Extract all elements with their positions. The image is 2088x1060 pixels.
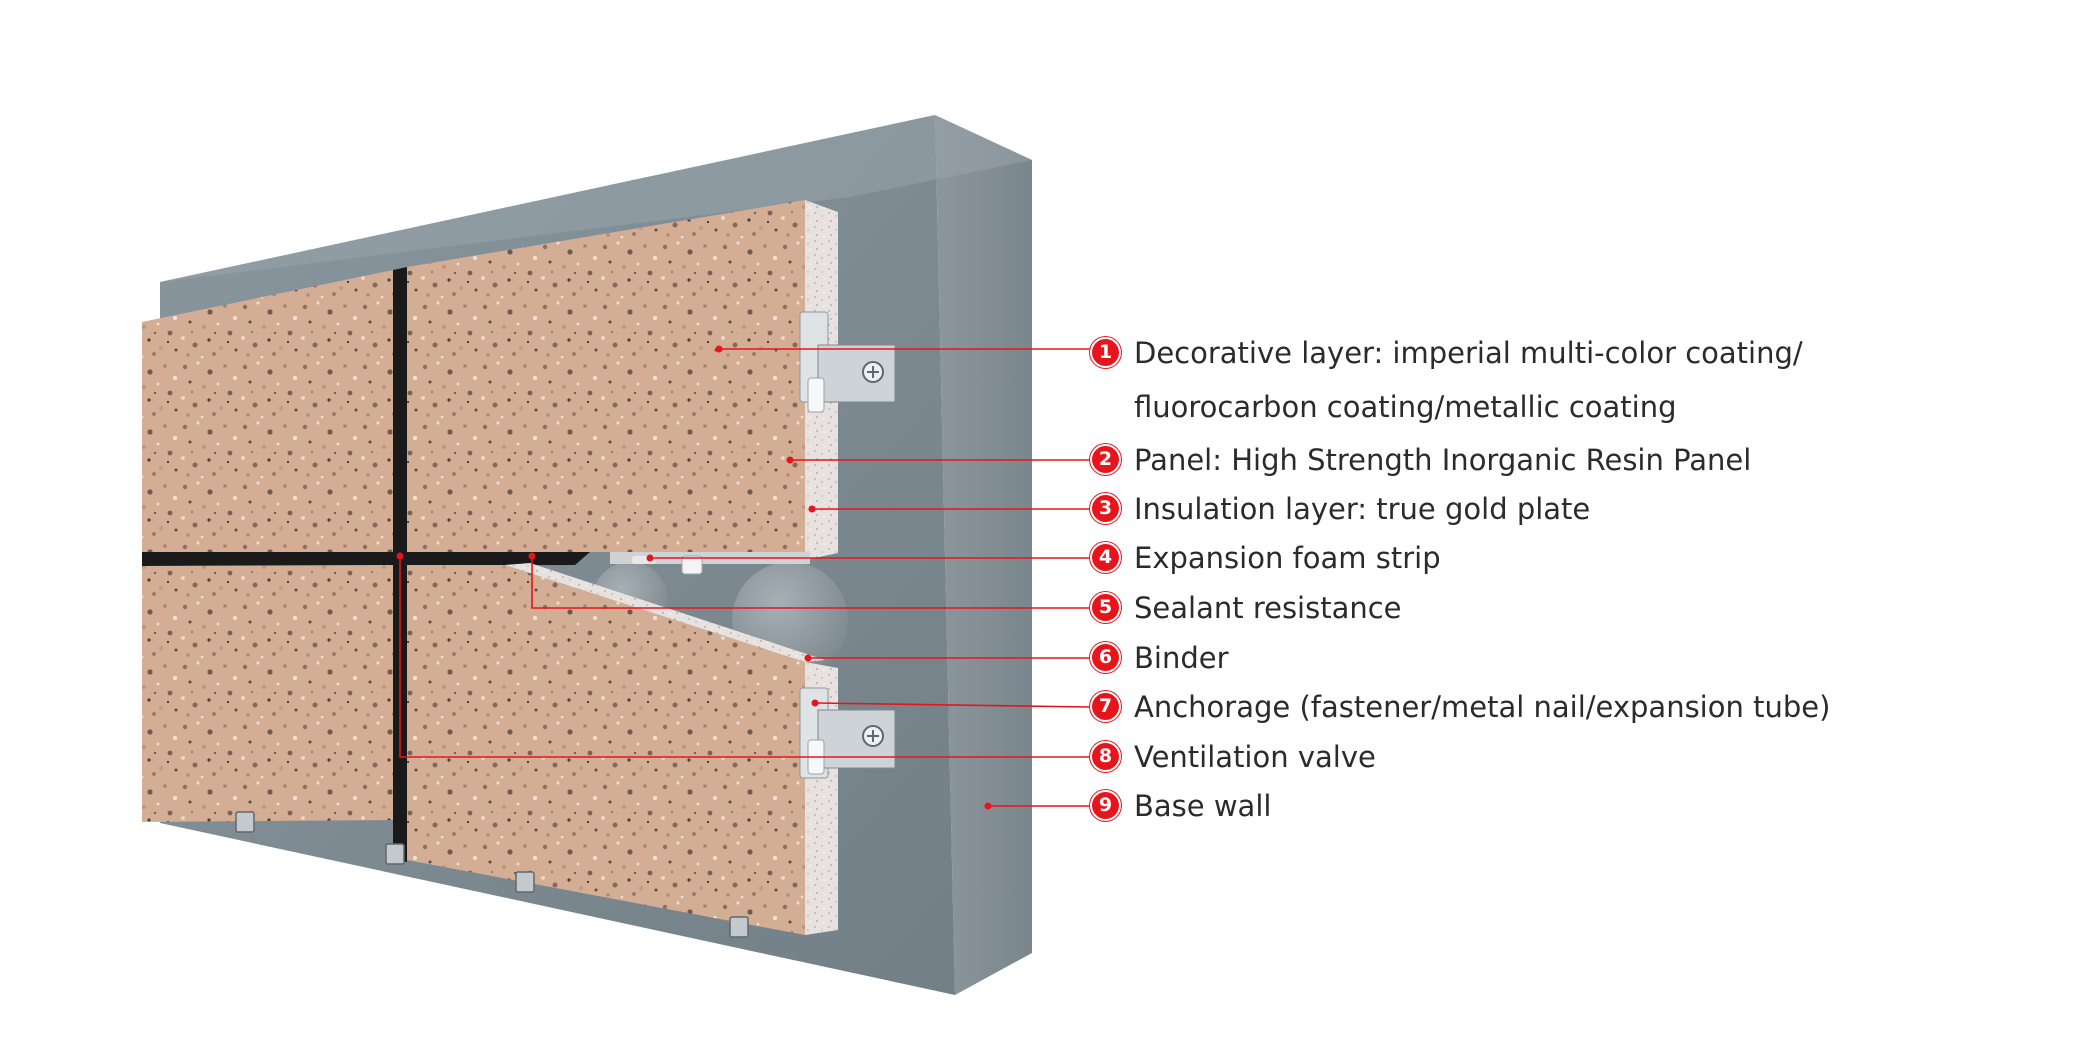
base-wall-side: [935, 115, 1032, 995]
number-badge-4: 4: [1090, 542, 1121, 573]
lower-panel-left: [142, 565, 393, 822]
anchor-bracket-lower: [799, 687, 896, 779]
number-badge-2: 2: [1090, 444, 1121, 475]
upper-panel-right: [407, 200, 805, 552]
ventilation-valve-top: [681, 555, 703, 575]
legend-label-7: Anchorage (fastener/metal nail/expansion…: [1134, 690, 1831, 724]
legend-label-3: Insulation layer: true gold plate: [1134, 492, 1591, 526]
legend-label-5: Sealant resistance: [1134, 591, 1402, 625]
legend-label-6: Binder: [1134, 641, 1229, 675]
number-badge-6: 6: [1090, 642, 1121, 673]
base-wall-top-edge: [160, 115, 1032, 282]
legend-label-8: Ventilation valve: [1134, 740, 1376, 774]
legend-label-1-line-1: Decorative layer: imperial multi-color c…: [1134, 336, 1803, 370]
number-badge-9: 9: [1090, 790, 1121, 821]
leader-line-8: [399, 556, 1090, 758]
leader-line-5: [531, 556, 1090, 609]
leader-lines: [399, 348, 1091, 807]
bottom-clips: [235, 811, 749, 938]
number-badge-7: 7: [1090, 691, 1121, 722]
horizontal-joint: [142, 552, 590, 566]
number-badge-3: 3: [1090, 493, 1121, 524]
leader-line-7: [814, 702, 1091, 708]
lower-panel-right: [407, 565, 805, 935]
number-badge-1: 1: [1090, 337, 1121, 368]
legend-label-4: Expansion foam strip: [1134, 541, 1441, 575]
number-badge-5: 5: [1090, 592, 1121, 623]
lower-panel-bevel: [505, 563, 825, 662]
leader-dots: [396, 345, 992, 810]
anchor-bracket-upper: [799, 311, 896, 413]
vertical-joint-upper: [393, 267, 407, 554]
legend-label-9: Base wall: [1134, 789, 1272, 823]
upper-panel-left: [142, 270, 393, 555]
number-badge-8: 8: [1090, 741, 1121, 772]
legend-label-1-line-2: fluorocarbon coating/metallic coating: [1134, 390, 1677, 424]
legend-label-2: Panel: High Strength Inorganic Resin Pan…: [1134, 443, 1752, 477]
